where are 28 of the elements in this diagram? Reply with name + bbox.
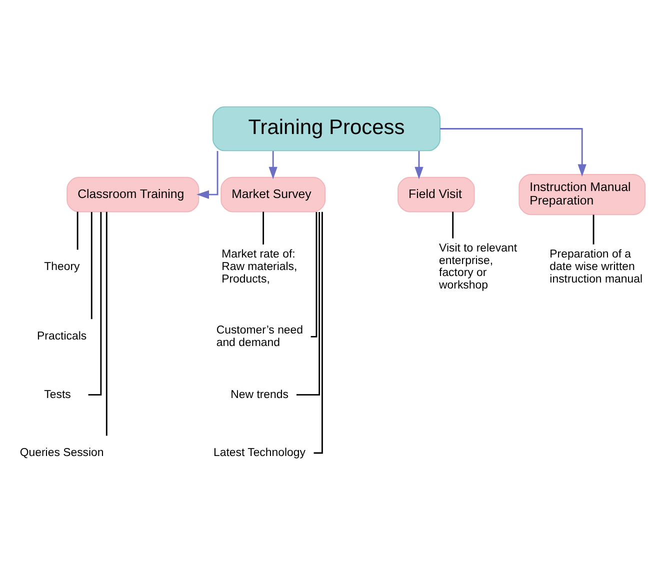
node-text: Visit to relevant enterprise, factory or workshop [439,242,518,292]
node-box: Training Process [212,106,440,152]
node-box: Market Survey [220,176,326,212]
arrow [196,151,218,199]
node-text: Tests [44,388,71,401]
node-text: Practicals [37,330,87,343]
connector [88,212,102,396]
node-box: Instruction Manual Preparation [518,174,646,216]
arrow [440,128,586,177]
connector [310,212,318,338]
connector [452,212,454,238]
connector [90,212,92,320]
node-text: Theory [44,261,80,273]
connector [592,214,594,244]
connector [262,212,264,244]
arrow [414,151,424,180]
connector [296,212,320,396]
arrow [268,151,278,180]
connector [106,212,108,436]
node-text: Market rate of: Raw materials, Products, [222,248,298,286]
node-text: Queries Session [20,446,104,459]
node-text: New trends [230,388,289,401]
connector [76,212,78,250]
node-box: Classroom Training [66,176,200,212]
node-box: Field Visit [398,176,475,212]
node-text: Preparation of a date wise written instruction manual [550,248,642,286]
node-text: Customer’s need and demand [216,324,304,349]
node-text: Latest Technology [213,446,306,459]
